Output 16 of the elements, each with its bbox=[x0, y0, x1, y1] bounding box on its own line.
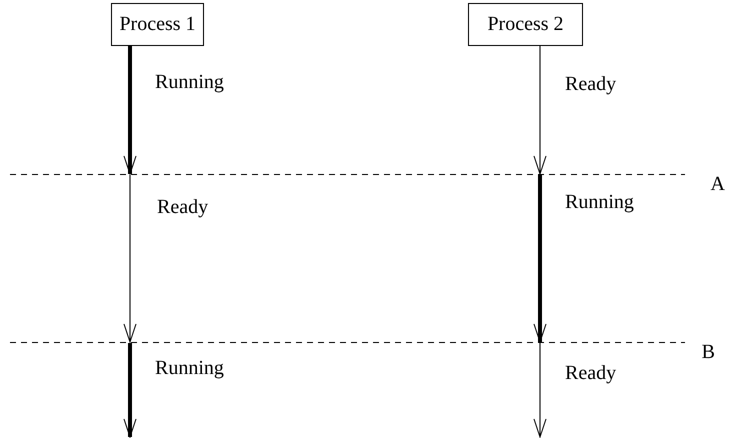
edge-label: Ready bbox=[565, 362, 616, 384]
arrow bbox=[124, 46, 136, 174]
arrow bbox=[534, 175, 546, 342]
marker-label: A bbox=[710, 174, 725, 194]
process-box: Process 1 bbox=[111, 3, 204, 46]
edge-label: Ready bbox=[157, 196, 208, 218]
arrow bbox=[124, 343, 136, 438]
edge-label: Running bbox=[565, 191, 634, 213]
process-box: Process 2 bbox=[468, 3, 583, 46]
arrow bbox=[534, 46, 546, 174]
edge-label: Running bbox=[155, 71, 224, 93]
edge-label: Ready bbox=[565, 73, 616, 95]
edge-label: Running bbox=[155, 357, 224, 379]
arrow bbox=[534, 342, 546, 438]
arrow bbox=[124, 174, 136, 342]
marker-label: B bbox=[702, 342, 715, 362]
